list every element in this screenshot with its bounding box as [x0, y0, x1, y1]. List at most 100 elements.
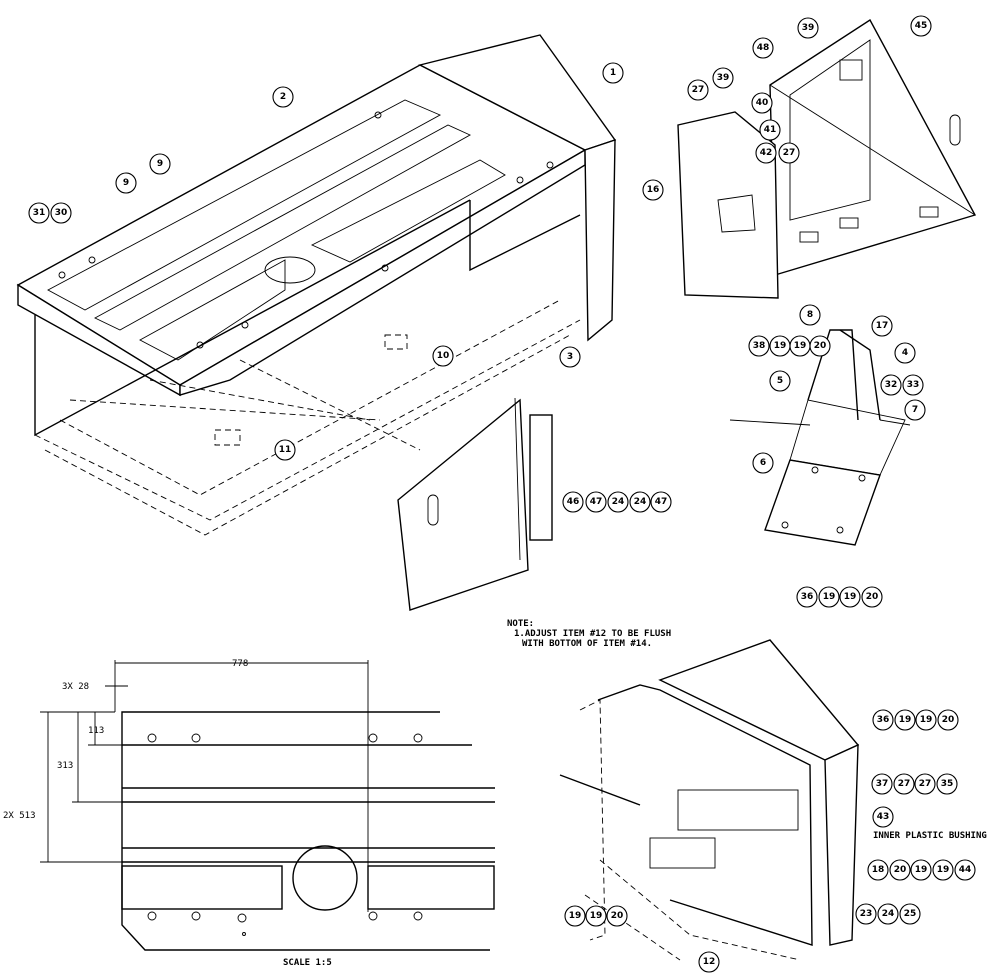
item-balloon-9: 9 — [115, 172, 137, 194]
item-balloon-16: 16 — [642, 179, 664, 201]
item-balloon-label: 41 — [764, 125, 777, 135]
item-balloon-33: 33 — [902, 374, 924, 396]
item-balloon-19: 19 — [818, 586, 840, 608]
item-balloon-label: 19 — [937, 865, 950, 875]
item-balloon-label: 4 — [902, 348, 908, 358]
item-balloon-47: 47 — [585, 491, 607, 513]
item-balloon-24: 24 — [877, 903, 899, 925]
item-balloon-42: 42 — [755, 142, 777, 164]
item-balloon-19: 19 — [789, 335, 811, 357]
item-balloon-38: 38 — [748, 335, 770, 357]
item-balloon-label: 27 — [919, 779, 932, 789]
item-balloon-label: 44 — [959, 865, 972, 875]
item-balloon-label: 20 — [611, 911, 624, 921]
item-balloon-31: 31 — [28, 202, 50, 224]
item-balloon-label: 19 — [590, 911, 603, 921]
item-balloon-label: 20 — [894, 865, 907, 875]
item-balloon-27: 27 — [914, 773, 936, 795]
dim-full-height: 2X 513 — [3, 811, 36, 821]
item-balloon-label: 42 — [760, 148, 773, 158]
item-balloon-label: 39 — [717, 73, 730, 83]
scale-label: SCALE 1:5 — [283, 958, 332, 968]
bracket-detail-view — [729, 329, 911, 546]
item-balloon-10: 10 — [432, 345, 454, 367]
item-balloon-label: 23 — [860, 909, 873, 919]
item-balloon-36: 36 — [872, 709, 894, 731]
item-balloon-19: 19 — [910, 859, 932, 881]
inner-bushing-label: INNER PLASTIC BUSHING — [873, 831, 987, 841]
item-balloon-19: 19 — [585, 905, 607, 927]
item-balloon-19: 19 — [915, 709, 937, 731]
item-balloon-label: 3 — [567, 352, 573, 362]
item-balloon-27: 27 — [778, 142, 800, 164]
item-balloon-46: 46 — [562, 491, 584, 513]
item-balloon-32: 32 — [880, 374, 902, 396]
item-balloon-label: 20 — [942, 715, 955, 725]
dim-mid-height: 313 — [57, 761, 73, 771]
item-balloon-label: 24 — [882, 909, 895, 919]
item-balloon-20: 20 — [809, 335, 831, 357]
item-balloon-39: 39 — [797, 17, 819, 39]
item-balloon-label: 24 — [612, 497, 625, 507]
dimension-view — [40, 660, 495, 951]
item-balloon-label: 10 — [437, 351, 450, 361]
main-assembly-view — [16, 34, 617, 536]
item-balloon-label: 47 — [655, 497, 668, 507]
item-balloon-label: 36 — [877, 715, 890, 725]
item-balloon-label: 9 — [157, 159, 163, 169]
item-balloon-label: 35 — [941, 779, 954, 789]
item-balloon-1: 1 — [602, 62, 624, 84]
item-balloon-39: 39 — [712, 67, 734, 89]
item-balloon-label: 19 — [774, 341, 787, 351]
item-balloon-label: 40 — [756, 98, 769, 108]
item-balloon-24: 24 — [629, 491, 651, 513]
item-balloon-48: 48 — [752, 37, 774, 59]
dim-top-offset: 113 — [88, 726, 104, 736]
item-balloon-label: 27 — [898, 779, 911, 789]
item-balloon-3: 3 — [559, 346, 581, 368]
item-balloon-label: 36 — [801, 592, 814, 602]
note-line-1: 1.ADJUST ITEM #12 TO BE FLUSH — [514, 629, 671, 639]
item-balloon-label: 18 — [872, 865, 885, 875]
item-balloon-label: 5 — [777, 376, 783, 386]
item-balloon-label: 38 — [753, 341, 766, 351]
item-balloon-label: 11 — [279, 445, 292, 455]
item-balloon-44: 44 — [954, 859, 976, 881]
item-balloon-label: 33 — [907, 380, 920, 390]
detail-view-top-right — [677, 18, 977, 299]
item-balloon-19: 19 — [564, 905, 586, 927]
item-balloon-label: 19 — [915, 865, 928, 875]
item-balloon-label: 6 — [760, 458, 766, 468]
item-balloon-label: 20 — [866, 592, 879, 602]
item-balloon-7: 7 — [904, 399, 926, 421]
item-balloon-4: 4 — [894, 342, 916, 364]
item-balloon-6: 6 — [752, 452, 774, 474]
item-balloon-label: 27 — [783, 148, 796, 158]
item-balloon-19: 19 — [932, 859, 954, 881]
item-balloon-label: 20 — [814, 341, 827, 351]
item-balloon-label: 19 — [823, 592, 836, 602]
item-balloon-20: 20 — [606, 905, 628, 927]
item-balloon-label: 31 — [33, 208, 46, 218]
item-balloon-label: 8 — [807, 310, 813, 320]
item-balloon-label: 24 — [634, 497, 647, 507]
item-balloon-label: 46 — [567, 497, 580, 507]
item-balloon-37: 37 — [871, 773, 893, 795]
item-balloon-label: 19 — [920, 715, 933, 725]
item-balloon-17: 17 — [871, 315, 893, 337]
note-heading: NOTE: — [507, 619, 534, 629]
item-balloon-label: 1 — [610, 68, 616, 78]
item-balloon-19: 19 — [769, 335, 791, 357]
item-balloon-8: 8 — [799, 304, 821, 326]
dimension-labels: 778 3X 28 113 313 2X 513 — [3, 659, 248, 821]
item-balloon-label: 19 — [844, 592, 857, 602]
item-balloon-40: 40 — [751, 92, 773, 114]
item-balloon-label: 47 — [590, 497, 603, 507]
item-balloon-19: 19 — [894, 709, 916, 731]
item-balloon-20: 20 — [937, 709, 959, 731]
dim-overall-width: 778 — [232, 659, 248, 669]
item-balloon-label: 9 — [123, 178, 129, 188]
item-balloon-label: 37 — [876, 779, 889, 789]
